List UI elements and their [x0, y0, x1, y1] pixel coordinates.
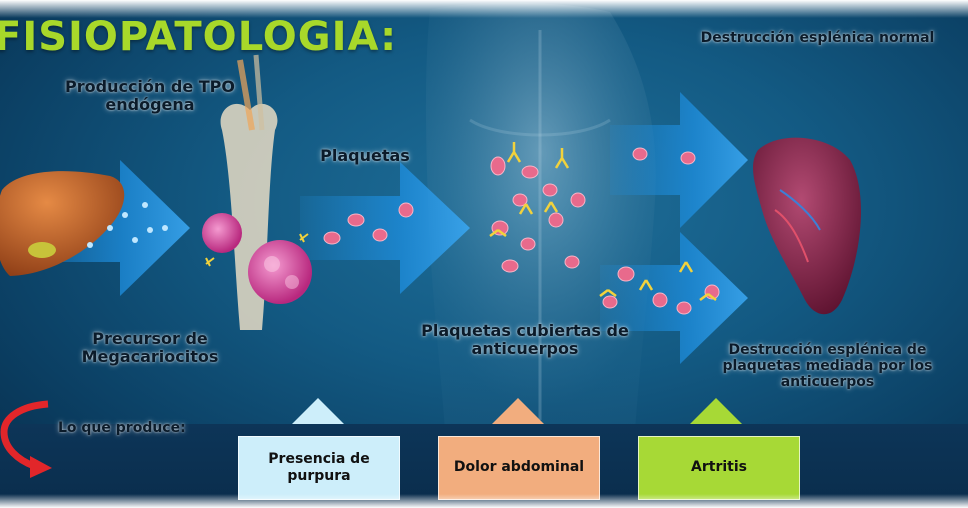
tpo-dots — [87, 202, 168, 248]
page-title: FISIOPATOLOGIA: — [0, 14, 398, 60]
arrow-to-mediated-destruction — [600, 232, 748, 364]
liver-icon — [0, 171, 125, 276]
curved-arrow-icon — [0, 400, 52, 478]
megakaryocyte-icon — [202, 213, 312, 304]
antibodies — [489, 142, 717, 301]
label-plaquetas-cubiertas: Plaquetas cubiertas de anticuerpos — [421, 321, 629, 359]
bottom-fade — [0, 494, 968, 508]
label-lo-que-produce: Lo que produce: — [58, 420, 186, 436]
label-precursor: Precursor de Megacariocitos — [81, 329, 219, 367]
platelets — [323, 147, 720, 315]
effect-box-dolor-abdominal: Dolor abdominal — [438, 436, 600, 500]
label-destruccion-normal: Destrucción esplénica normal — [700, 30, 935, 46]
torso-icon — [425, 2, 656, 430]
effect-box-presencia-purpura: Presencia de purpura — [238, 436, 400, 500]
arrow-marrow-to-blood — [300, 162, 470, 294]
spleen-icon — [753, 137, 862, 315]
label-tpo: Producción de TPO endógena — [65, 77, 235, 115]
top-fade — [0, 0, 968, 18]
label-destruccion-mediada: Destrucción esplénica de plaquetas media… — [722, 342, 933, 391]
effect-box-artritis: Artritis — [638, 436, 800, 500]
label-plaquetas: Plaquetas — [320, 146, 410, 165]
arrow-to-normal-destruction — [610, 92, 748, 228]
